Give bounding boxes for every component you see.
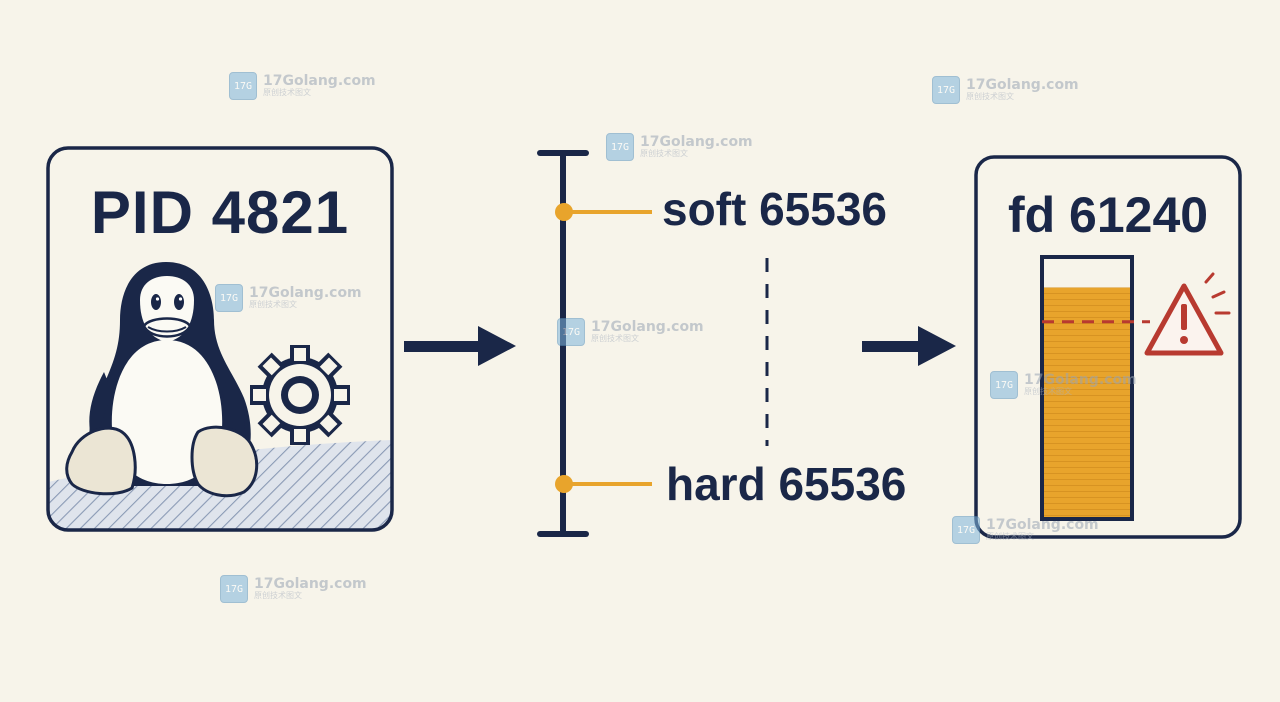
- watermark-text: 17Golang.com: [986, 517, 1099, 534]
- watermark-logo-icon: 17G: [215, 284, 243, 312]
- watermark-text: 17Golang.com: [263, 73, 376, 90]
- hard-limit-marker: [555, 475, 652, 493]
- watermark-logo-icon: 17G: [990, 371, 1018, 399]
- arrow-right-icon: [404, 326, 516, 366]
- watermark-subtext: 原创技术图文: [254, 590, 302, 600]
- watermark-logo-icon: 17G: [952, 516, 980, 544]
- watermark-logo-icon: 17G: [606, 133, 634, 161]
- watermark-subtext: 原创技术图文: [640, 148, 688, 158]
- watermark-logo-icon: 17G: [220, 575, 248, 603]
- watermark-logo-icon: 17G: [557, 318, 585, 346]
- process-title: PID 4821: [90, 179, 350, 246]
- linux-penguin-icon: [65, 262, 259, 498]
- soft-limit-label: soft 65536: [662, 183, 888, 235]
- watermark-subtext: 原创技术图文: [966, 91, 1014, 101]
- watermark-logo-icon: 17G: [229, 72, 257, 100]
- watermark-subtext: 原创技术图文: [1024, 386, 1072, 396]
- watermark-subtext: 原创技术图文: [591, 333, 639, 343]
- fd-count-label: fd 61240: [1007, 187, 1209, 243]
- arrow-right-icon-2: [862, 326, 956, 366]
- warning-icon: [1144, 272, 1231, 356]
- watermark-subtext: 原创技术图文: [986, 531, 1034, 541]
- fd-card-border: [974, 155, 1242, 539]
- watermark-text: 17Golang.com: [254, 576, 367, 593]
- watermark-text: 17Golang.com: [640, 134, 753, 151]
- watermark-text: 17Golang.com: [1024, 372, 1137, 389]
- fd-usage-card: [974, 155, 1242, 539]
- gear-icon: [250, 345, 350, 445]
- watermark-text: 17Golang.com: [249, 285, 362, 302]
- watermark-text: 17Golang.com: [591, 319, 704, 336]
- watermark-logo-icon: 17G: [932, 76, 960, 104]
- fd-bar-fill: [1044, 287, 1131, 518]
- watermark-subtext: 原创技术图文: [263, 87, 311, 97]
- process-card-border: [46, 146, 394, 532]
- process-card: [46, 146, 394, 532]
- watermark-subtext: 原创技术图文: [249, 299, 297, 309]
- watermark-text: 17Golang.com: [966, 77, 1079, 94]
- fd-bar-outline: [1040, 255, 1134, 521]
- soft-limit-marker: [555, 203, 652, 221]
- hard-limit-label: hard 65536: [666, 458, 907, 510]
